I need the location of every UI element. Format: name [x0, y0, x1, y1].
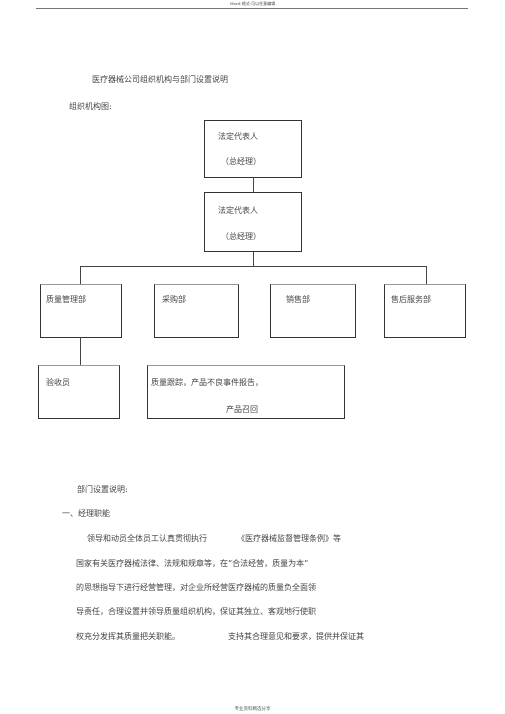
- department-box-after-sales: 售后服务部: [384, 284, 466, 338]
- sub-heading: 一、经理职能: [62, 509, 110, 518]
- department-label: 采购部: [162, 295, 186, 304]
- paragraph-line: 领导和动员全体员工认真贯彻执行: [87, 534, 207, 543]
- second-executive-box: 法定代表人 （总经理）: [204, 192, 302, 252]
- inspector-label: 验收员: [46, 378, 70, 387]
- paragraph-line: 导责任，合理设置并领导质量组织机构，保证其独立、客观地行使职: [76, 607, 316, 616]
- top-box-subtitle: （总经理）: [221, 157, 261, 166]
- second-box-title: 法定代表人: [218, 206, 258, 215]
- connector-line: [253, 251, 254, 266]
- department-box-purchasing: 采购部: [154, 284, 239, 338]
- inspector-box: 验收员: [38, 365, 120, 419]
- paragraph-line: 国家有关医疗器械法律、法规和规章等，在“合法经营，质量为本”: [76, 559, 309, 568]
- paragraph-line: 支持其合理意见和要求，提供并保证其: [228, 632, 364, 641]
- paragraph-line: 《医疗器械监督管理条例》等: [237, 534, 341, 543]
- department-label: 质量管理部: [46, 295, 86, 304]
- paragraph-line: 的思想指导下进行经营管理，对企业所经营医疗器械的质量负全面领: [76, 583, 316, 592]
- department-box-sales: 销售部: [270, 284, 356, 338]
- department-box-quality: 质量管理部: [40, 284, 122, 338]
- paragraph-line: 权充分发挥其质量把关职能。: [76, 632, 180, 641]
- connector-line: [80, 337, 81, 365]
- quality-tracking-line2: 产品召回: [226, 405, 258, 414]
- page-footer: 专业资料精选分享: [234, 707, 271, 712]
- department-label: 售后服务部: [391, 295, 431, 304]
- document-title: 医疗器械公司组织机构与部门设置说明: [92, 75, 228, 84]
- department-label: 销售部: [286, 295, 310, 304]
- quality-tracking-box: 质量跟踪，产品不良事件报告， 产品召回: [147, 365, 345, 419]
- page-header: Word 格式-可以任意编辑: [229, 1, 276, 6]
- header-rule: [36, 8, 468, 9]
- second-box-subtitle: （总经理）: [221, 232, 261, 241]
- quality-tracking-line1: 质量跟踪，产品不良事件报告，: [151, 378, 263, 387]
- connector-line: [253, 177, 254, 192]
- connector-line: [426, 266, 427, 284]
- department-bus-line: [80, 266, 427, 267]
- section-label: 部门设置说明:: [77, 485, 128, 494]
- org-chart-label: 组织机构图:: [69, 102, 112, 111]
- top-executive-box: 法定代表人 （总经理）: [204, 120, 302, 178]
- connector-line: [80, 266, 81, 284]
- top-box-title: 法定代表人: [218, 132, 258, 141]
